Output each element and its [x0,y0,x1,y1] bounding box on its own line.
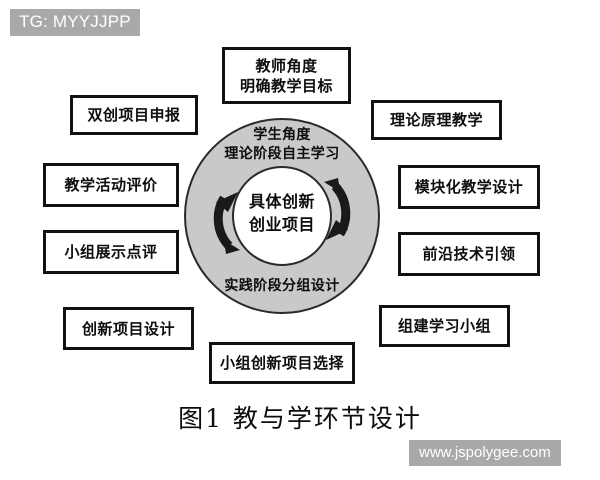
node-right-2-label: 模块化教学设计 [414,178,524,196]
node-top-label: 教师角度 明确教学目标 [239,56,333,95]
node-left-4: 创新项目设计 [63,307,194,350]
central-cycle-ring: 学生角度 理论阶段自主学习 实践阶段分组设计 具体创新 创业项目 [184,118,380,314]
figure-caption: 图1 教与学环节设计 [178,404,422,433]
node-left-1-label: 双创项目申报 [87,106,181,124]
node-right-1: 理论原理教学 [371,100,502,140]
node-left-3-label: 小组展示点评 [64,243,158,261]
tag-badge: TG: MYYJJPP [10,9,140,36]
node-bottom-label: 小组创新项目选择 [219,354,344,372]
node-left-2: 教学活动评价 [43,163,179,207]
node-left-1: 双创项目申报 [70,95,198,135]
node-top-teacher-perspective: 教师角度 明确教学目标 [222,47,351,104]
node-left-4-label: 创新项目设计 [81,319,175,338]
node-left-3: 小组展示点评 [43,230,179,274]
watermark: www.jspolygee.com [409,440,561,466]
node-right-2: 模块化教学设计 [398,165,540,209]
ring-top-label: 学生角度 理论阶段自主学习 [224,127,340,162]
node-left-2-label: 教学活动评价 [64,176,158,194]
ring-bottom-label: 实践阶段分组设计 [224,278,340,294]
node-right-4: 组建学习小组 [379,305,510,347]
node-bottom-group-project-selection: 小组创新项目选择 [209,342,355,384]
ring-inner-circle [232,166,332,266]
node-right-4-label: 组建学习小组 [397,317,491,335]
node-right-3-label: 前沿技术引领 [422,245,516,263]
node-right-1-label: 理论原理教学 [389,111,483,129]
node-right-3: 前沿技术引领 [398,232,540,276]
ring-center-label: 具体创新 创业项目 [248,192,315,234]
